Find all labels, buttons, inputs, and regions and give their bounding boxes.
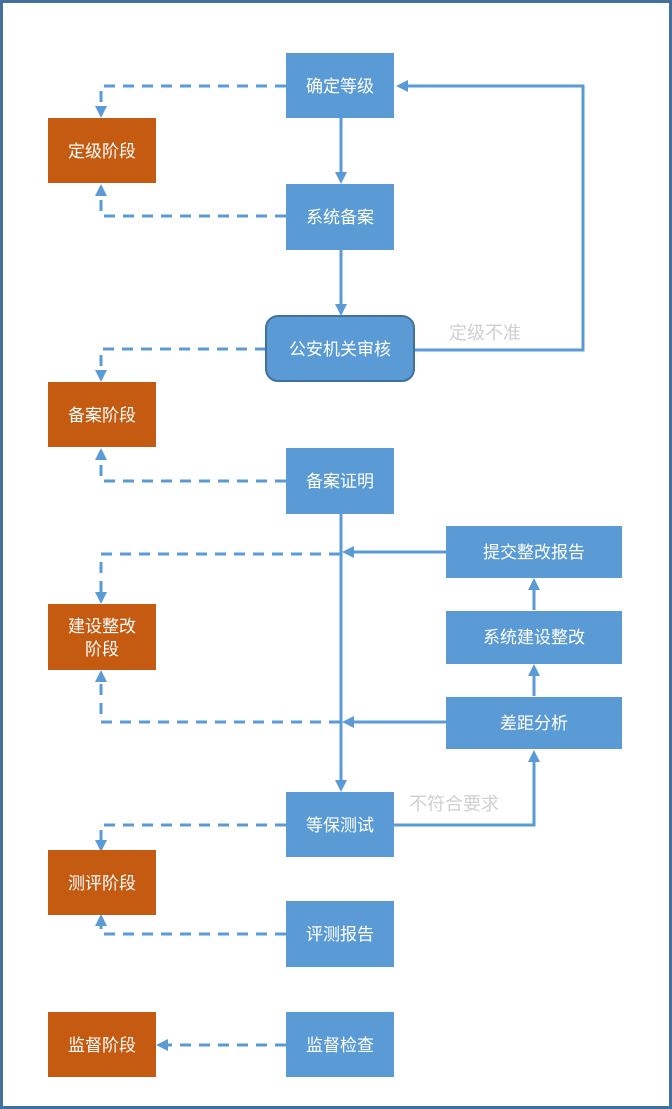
- step-system-filing[interactable]: 系统备案: [286, 184, 394, 250]
- arrow-head: [528, 750, 540, 762]
- arrow-head: [342, 716, 354, 728]
- stage-grading[interactable]: 定级阶段: [48, 118, 156, 183]
- step-supervision-check[interactable]: 监督检查: [286, 1012, 394, 1077]
- step-protection-test-label: 等保测试: [306, 816, 374, 836]
- stage-evaluation-label: 测评阶段: [68, 874, 136, 894]
- dashed-test-to-evaluation: [99, 823, 286, 840]
- step-evaluation-report-label: 评测报告: [306, 925, 374, 945]
- arrow-head: [95, 448, 107, 460]
- step-determine-level-label: 确定等级: [306, 77, 374, 97]
- note-level-inaccurate: 定级不准: [449, 323, 521, 344]
- arrow-head: [335, 172, 347, 184]
- stage-supervision[interactable]: 监督阶段: [48, 1012, 156, 1077]
- arrow-head: [335, 304, 347, 316]
- step-police-review[interactable]: 公安机关审核: [265, 315, 415, 382]
- arrow-head: [342, 546, 354, 558]
- step-filing-certificate-label: 备案证明: [306, 472, 374, 492]
- step-system-rectification-label: 系统建设整改: [483, 628, 585, 648]
- arrow-head: [335, 780, 347, 792]
- stage-grading-label: 定级阶段: [68, 142, 136, 162]
- arrow-head: [95, 106, 107, 118]
- stage-evaluation[interactable]: 测评阶段: [48, 850, 156, 915]
- dashed-level-to-grading: [99, 84, 286, 106]
- stage-construction[interactable]: 建设整改 阶段: [48, 604, 156, 670]
- stage-construction-label-line2: 阶段: [85, 640, 119, 660]
- arrow-head: [95, 184, 107, 196]
- step-submit-report-label: 提交整改报告: [483, 543, 585, 563]
- arrow-head: [528, 578, 540, 590]
- step-supervision-check-label: 监督检查: [306, 1036, 374, 1056]
- step-gap-analysis-label: 差距分析: [500, 714, 568, 734]
- step-submit-report[interactable]: 提交整改报告: [446, 526, 622, 578]
- note-not-compliant: 不符合要求: [409, 794, 499, 815]
- stage-filing-label: 备案阶段: [68, 406, 136, 426]
- step-evaluation-report[interactable]: 评测报告: [286, 901, 394, 967]
- dashed-report-to-construction: [99, 552, 340, 592]
- stage-construction-label-line1: 建设整改: [68, 617, 136, 637]
- stage-filing[interactable]: 备案阶段: [48, 382, 156, 447]
- arrow-head: [396, 80, 408, 92]
- step-system-filing-label: 系统备案: [306, 208, 374, 228]
- arrow-head: [95, 370, 107, 382]
- stage-supervision-label: 监督阶段: [68, 1036, 136, 1056]
- connector-review-feedback: [406, 84, 585, 352]
- dashed-report-to-evaluation: [99, 926, 286, 936]
- step-filing-certificate[interactable]: 备案证明: [286, 448, 394, 514]
- arrow-head: [95, 670, 107, 682]
- arrow-head: [156, 1039, 168, 1051]
- arrow-head: [95, 592, 107, 604]
- dashed-gap-to-construction: [99, 682, 340, 724]
- dashed-certificate-to-filing-stage: [99, 460, 286, 483]
- arrow-head: [95, 840, 107, 852]
- arrow-head: [528, 664, 540, 676]
- step-protection-test[interactable]: 等保测试: [286, 792, 394, 857]
- step-determine-level[interactable]: 确定等级: [286, 53, 394, 118]
- step-system-rectification[interactable]: 系统建设整改: [446, 611, 622, 664]
- step-gap-analysis[interactable]: 差距分析: [446, 697, 622, 749]
- arrow-head: [95, 914, 107, 926]
- dashed-filing-to-grading: [99, 196, 286, 218]
- connector-test-to-gap: [394, 762, 536, 827]
- step-police-review-label: 公安机关审核: [289, 340, 391, 360]
- dashed-review-to-filing-stage: [99, 347, 266, 370]
